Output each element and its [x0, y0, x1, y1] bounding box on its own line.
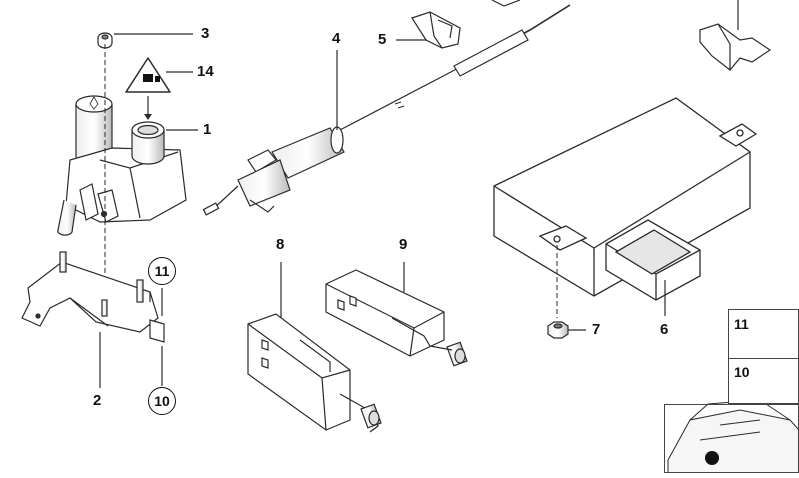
part-1-pump — [57, 95, 187, 236]
callout-11-circled: 11 — [148, 257, 176, 285]
legend-label-11: 11 — [734, 316, 749, 332]
callout-9: 9 — [399, 236, 408, 253]
part-8-switch — [247, 313, 382, 433]
part-9-switch — [325, 269, 468, 367]
callout-3: 3 — [201, 25, 210, 42]
legend-box-10 — [728, 358, 799, 404]
part-2-bracket — [21, 251, 165, 343]
part-7-nut — [547, 321, 569, 339]
legend-box-11 — [728, 309, 799, 359]
part-top-right-clip — [699, 0, 772, 71]
part-14-warning-label — [125, 57, 171, 93]
callout-4: 4 — [332, 30, 341, 47]
callout-6: 6 — [660, 321, 669, 338]
callout-10-circled: 10 — [148, 387, 176, 415]
legend-label-10: 10 — [734, 364, 750, 380]
callout-8: 8 — [276, 236, 285, 253]
callout-7: 7 — [592, 321, 601, 338]
part-6-control-module — [493, 97, 758, 301]
callout-5: 5 — [378, 31, 387, 48]
callout-2: 2 — [93, 392, 102, 409]
callout-1: 1 — [203, 121, 212, 138]
legend-box-car — [664, 404, 799, 473]
part-4-cable — [202, 4, 571, 216]
arrow-14-head — [144, 114, 152, 120]
callout-14: 14 — [197, 63, 214, 80]
